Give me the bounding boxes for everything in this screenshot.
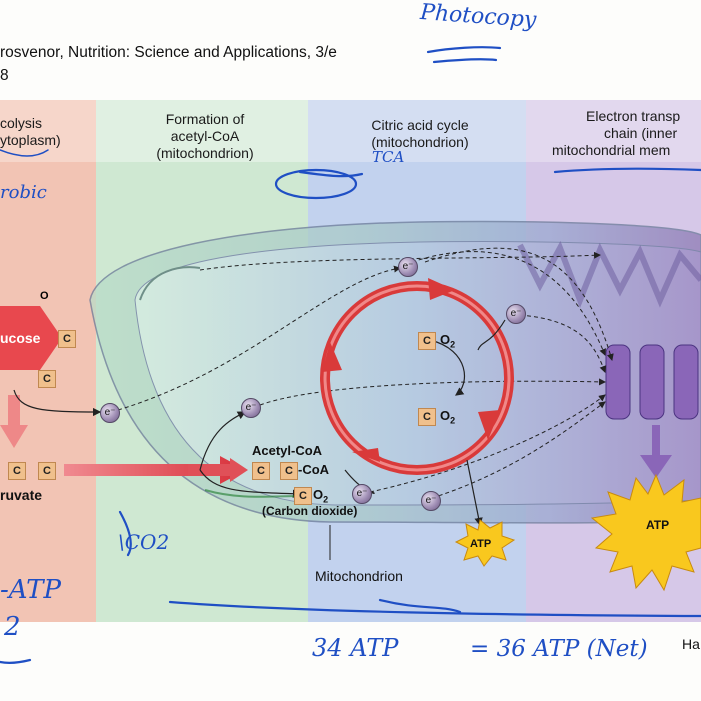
glucose-hexagon [0,306,62,370]
co2-label: O2 [440,332,456,350]
carbon-box: C [38,370,56,388]
electron-icon: e⁻ [241,398,261,418]
atp-burst-large [590,473,701,592]
electron-title: Electron transp chain (inner mitochondri… [552,108,681,158]
acetyl-coa-label: Acetyl-CoA [252,443,323,458]
handwriting-strokes [0,46,701,664]
citation-header: rosvenor, Nutrition: Science and Applica… [0,44,337,61]
carbon-box: C [294,487,312,505]
publisher-fragment: Ha [682,636,700,652]
coa-suffix: -CoA [298,462,330,477]
figure-number: 8 [0,67,9,84]
glucose-label: ucose [0,330,41,346]
carbon-box: C [280,462,298,480]
handwriting-robic: robic [0,182,47,203]
handwriting-co2: \CO2 [118,530,170,554]
handwriting-tca: TCA [372,148,405,166]
electron-icon: e⁻ [506,304,526,324]
acetyl-title: Formation of acetyl-CoA (mitochondrion) [156,111,254,161]
protein-complexes [605,344,699,420]
oxygen-label: O [40,290,49,302]
glycolysis-title: colysis ytoplasm) [0,115,61,148]
electron-icon: e⁻ [100,403,120,423]
electron-icon: e⁻ [398,257,418,277]
carbon-box: C [418,332,436,350]
co2-label: O2 [440,408,456,426]
carbon-box: C [8,462,26,480]
carbon-box: C [418,408,436,426]
atp-label-small: ATP [470,538,492,550]
handwriting-atp-left: -ATP [0,575,61,605]
citric-acid-cycle [320,278,514,475]
handwriting-36-atp: = 36 ATP (Net) [470,636,648,662]
atp-burst-small [454,519,516,567]
co2-label: O2 [313,487,329,505]
handwriting-two: 2 [4,612,21,642]
cristae [517,240,701,309]
electron-icon: e⁻ [352,484,372,504]
carbon-dioxide-label: (Carbon dioxide) [262,504,358,518]
carbon-box: C [58,330,76,348]
atp-label-large: ATP [646,518,670,532]
pyruvate-label: ruvate [0,487,43,503]
mitochondrion-label: Mitochondrion [315,568,403,584]
electron-icon: e⁻ [421,491,441,511]
citric-title: Citric acid cycle (mitochondrion) [371,117,469,150]
carbon-box: C [38,462,56,480]
carbon-box: C [252,462,270,480]
electron-paths [117,247,614,499]
handwriting-34-atp: 34 ATP [312,634,399,662]
